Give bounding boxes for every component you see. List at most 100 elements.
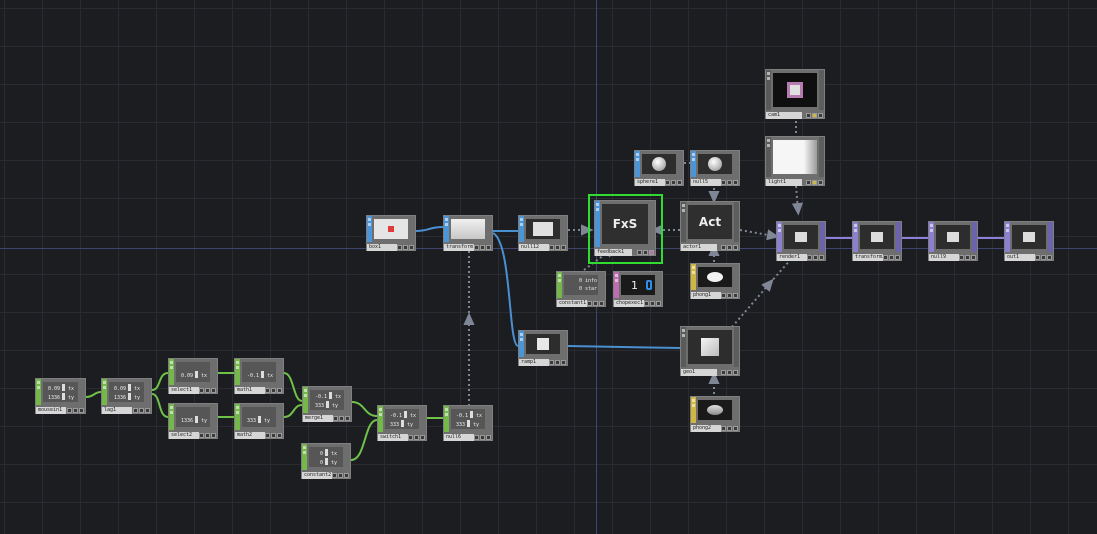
node-flags[interactable] xyxy=(549,360,566,365)
node-flags[interactable] xyxy=(587,301,604,306)
node-label[interactable]: actor1 xyxy=(681,244,717,251)
node-label[interactable]: switch1 xyxy=(378,434,408,441)
node-null9[interactable]: null9 xyxy=(928,221,978,261)
node-flags[interactable] xyxy=(807,255,824,260)
node-cam1[interactable]: cam1 xyxy=(765,69,825,119)
node-transform2[interactable]: transform2 xyxy=(852,221,902,261)
node-label[interactable]: constant1 xyxy=(557,300,587,307)
node-label[interactable]: geo1 xyxy=(681,369,717,376)
ref-geo1-render1-b xyxy=(769,257,793,284)
node-box1[interactable]: box1 xyxy=(366,215,416,251)
node-chopexec1[interactable]: 1 chopexec1 xyxy=(613,271,663,307)
node-flags[interactable] xyxy=(333,416,350,421)
node-flags[interactable] xyxy=(959,255,976,260)
node-flags[interactable] xyxy=(67,408,84,413)
node-flags[interactable] xyxy=(665,180,682,185)
node-label[interactable]: merge1 xyxy=(303,415,333,422)
node-label[interactable]: chopexec1 xyxy=(614,300,644,307)
node-flags[interactable] xyxy=(265,388,282,393)
node-label[interactable]: null6 xyxy=(444,434,474,441)
node-flags[interactable] xyxy=(549,245,566,250)
node-flags[interactable] xyxy=(721,426,738,431)
node-flags[interactable] xyxy=(1035,255,1052,260)
node-label[interactable]: lag1 xyxy=(102,407,133,414)
node-label[interactable]: feedback1 xyxy=(595,249,633,256)
node-label[interactable]: mousein1 xyxy=(36,407,67,414)
node-label[interactable]: null5 xyxy=(691,179,721,186)
node-label[interactable]: select2 xyxy=(169,432,199,439)
node-flags[interactable] xyxy=(199,388,216,393)
node-null5[interactable]: null5 xyxy=(690,150,740,186)
node-label[interactable]: cam1 xyxy=(766,112,802,119)
node-constant1[interactable]: 0 info 0 star constant1 xyxy=(556,271,606,307)
node-flags[interactable] xyxy=(721,370,738,375)
node-label[interactable]: box1 xyxy=(367,244,397,251)
node-flags[interactable] xyxy=(397,245,414,250)
node-render1[interactable]: render1 xyxy=(776,221,826,261)
node-null12[interactable]: null12 xyxy=(518,215,568,251)
selection-highlight xyxy=(588,194,663,264)
node-flags[interactable] xyxy=(806,180,823,185)
node-label[interactable]: constant2 xyxy=(302,472,332,479)
ref-light1-render1 xyxy=(791,185,803,216)
node-label[interactable]: sphere1 xyxy=(635,179,665,186)
node-geo1[interactable]: geo1 xyxy=(680,326,740,376)
render-preview xyxy=(795,232,807,242)
node-flags[interactable] xyxy=(644,301,661,306)
node-label[interactable]: render1 xyxy=(777,254,807,261)
node-flags[interactable] xyxy=(408,435,425,440)
node-actor1[interactable]: Act actor1 xyxy=(680,201,740,251)
node-label[interactable]: null9 xyxy=(929,254,959,261)
ramp-preview xyxy=(537,338,549,350)
node-out1[interactable]: out1 xyxy=(1004,221,1054,261)
node-flags[interactable] xyxy=(474,245,491,250)
node-label[interactable]: null12 xyxy=(519,244,549,251)
node-phong1[interactable]: phong1 xyxy=(690,263,740,299)
node-ramp1[interactable]: ramp1 xyxy=(518,330,568,366)
node-label[interactable]: light1 xyxy=(766,179,802,186)
render-preview xyxy=(871,232,883,242)
node-flags[interactable] xyxy=(806,113,823,118)
node-label[interactable]: out1 xyxy=(1005,254,1035,261)
node-light1[interactable]: light1 xyxy=(765,136,825,186)
node-label[interactable]: ramp1 xyxy=(519,359,549,366)
node-label[interactable]: phong2 xyxy=(691,425,721,432)
node-flags[interactable] xyxy=(332,473,349,478)
node-flags[interactable] xyxy=(199,433,216,438)
node-flags[interactable] xyxy=(883,255,900,260)
node-feedback1[interactable]: FxS feedback1 xyxy=(594,200,656,256)
material-preview xyxy=(707,405,723,415)
node-label[interactable]: transform1 xyxy=(444,244,474,251)
node-flags[interactable] xyxy=(721,245,738,250)
node-label[interactable]: select1 xyxy=(169,387,199,394)
node-sphere1[interactable]: sphere1 xyxy=(634,150,684,186)
node-label[interactable]: transform2 xyxy=(853,254,883,261)
wire-ramp1-geo1 xyxy=(567,345,681,349)
geo-preview xyxy=(701,338,719,356)
node-flags[interactable] xyxy=(637,250,654,255)
node-transform1[interactable]: transform1 xyxy=(443,215,493,251)
dat-preview-text: 1 xyxy=(631,278,638,292)
node-flags[interactable] xyxy=(721,293,738,298)
node-label[interactable]: phong1 xyxy=(691,292,721,299)
node-phong2[interactable]: phong2 xyxy=(690,396,740,432)
node-flags[interactable] xyxy=(721,180,738,185)
node-flags[interactable] xyxy=(265,433,282,438)
python-icon xyxy=(646,280,652,290)
node-flags[interactable] xyxy=(133,408,150,413)
node-label[interactable]: math1 xyxy=(235,387,265,394)
node-label[interactable]: math2 xyxy=(235,432,265,439)
node-flags[interactable] xyxy=(474,435,491,440)
